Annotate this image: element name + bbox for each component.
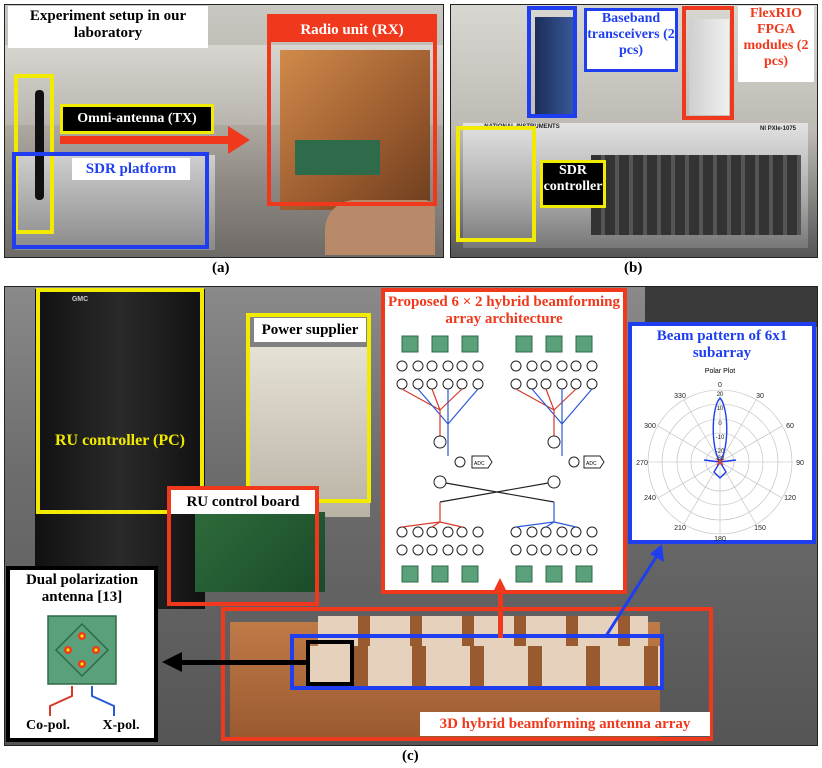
top-antenna-elements: [401, 335, 593, 353]
element-to-inset-arrowhead: [162, 652, 182, 672]
radio-unit-body: [280, 50, 430, 210]
caption-c: (c): [402, 748, 419, 764]
radio-unit-box: [267, 14, 437, 206]
svg-text:10: 10: [717, 406, 724, 412]
beam-pattern-title: Beam pattern of 6x1 subarray: [656, 328, 788, 362]
sdr-platform-box: [12, 152, 209, 249]
person-arm: [325, 200, 435, 255]
chassis-model-label: NI PXIe-1075: [759, 126, 797, 132]
subarray-to-beam-arrow: [604, 544, 664, 637]
svg-text:-10: -10: [716, 435, 725, 441]
adc-label-right: ADC: [586, 461, 597, 467]
svg-text:210: 210: [674, 525, 686, 532]
pc-tower: [35, 289, 205, 609]
null-marker: [716, 458, 724, 466]
antenna-array-label: 3D hybrid beamforming antenna array: [420, 712, 710, 736]
single-element-box: [306, 640, 354, 686]
bottom-antenna-elements: [401, 565, 593, 583]
ru-controller-box: [36, 288, 204, 514]
caption-b: (b): [624, 260, 643, 276]
co-pol-label: Co-pol.: [26, 718, 70, 733]
svg-text:240: 240: [644, 495, 656, 502]
caption-a: (a): [212, 260, 230, 276]
mixers-and-adc: [433, 435, 605, 489]
architecture-title: Proposed 6 × 2 hybrid beamforming array …: [387, 294, 621, 328]
ru-control-board-box: [167, 486, 319, 606]
svg-text:60: 60: [786, 423, 794, 430]
omni-antenna-label: Omni-antenna (TX): [60, 104, 214, 134]
panel-a-title: Experiment setup in our laboratory: [29, 8, 187, 42]
element-to-inset-arrow: [182, 660, 306, 665]
polar-radial-labels: 20 10 0 -10 -20 -30: [716, 392, 725, 462]
svg-text:150: 150: [754, 525, 766, 532]
svg-text:330: 330: [674, 393, 686, 400]
dual-pol-antenna-drawing: [47, 615, 117, 716]
svg-text:0: 0: [718, 421, 722, 427]
dual-pol-title: Dual polarization antenna [13]: [25, 572, 139, 606]
architecture-diagram: ADC ADC: [396, 335, 605, 583]
adc-label-left: ADC: [474, 461, 485, 467]
radio-unit-board: [295, 140, 380, 175]
panel-a-title-box: [8, 6, 208, 48]
svg-text:120: 120: [784, 495, 796, 502]
ru-control-board-label: RU control board: [171, 490, 315, 514]
polar-plot-title: Polar Plot: [704, 368, 736, 375]
sdr-controller-label: SDR controller: [540, 160, 606, 208]
baseband-transceivers-box: [527, 6, 577, 118]
tx-arrow-head: [228, 126, 250, 154]
fpga-modules: [689, 19, 729, 115]
svg-text:270: 270: [636, 460, 648, 467]
polar-plot: 0 30 60 90 120 150 180 210 240 270 300 3…: [636, 382, 804, 542]
flexrio-modules-label: FlexRIO FPGA modules (2 pcs): [738, 6, 814, 82]
phase-shifters: [396, 360, 598, 556]
flexrio-modules-box: [682, 6, 734, 120]
patch-tile-row-bottom: [310, 646, 660, 686]
svg-text:30: 30: [756, 393, 764, 400]
array-to-diagram-arrow: [498, 594, 503, 638]
polar-angle-labels: 0 30 60 90 120 150 180 210 240 270 300 3…: [636, 382, 804, 542]
svg-text:90: 90: [796, 460, 804, 467]
chassis-slots: [591, 155, 801, 235]
baseband-transceivers-label: Baseband transceivers (2 pcs): [584, 8, 678, 72]
monitor-right: [645, 287, 817, 327]
svg-text:300: 300: [644, 423, 656, 430]
sdr-platform-label: SDR platform: [72, 158, 190, 180]
svg-text:0: 0: [718, 382, 722, 389]
beam-pattern-curve: [703, 397, 737, 479]
svg-text:-30: -30: [716, 456, 725, 462]
antenna-array-box: [221, 607, 713, 741]
svg-text:180: 180: [714, 536, 726, 542]
transceiver-modules: [535, 17, 575, 117]
svg-text:-20: -20: [716, 449, 725, 455]
combiner-network: [401, 388, 593, 528]
control-board-pcb: [195, 512, 325, 592]
omni-antenna-rod: [35, 90, 44, 200]
patch-tile-row-top: [318, 616, 648, 646]
x-pol-label: X-pol.: [102, 718, 140, 733]
power-supplier-label: Power supplier: [254, 318, 366, 342]
svg-text:20: 20: [717, 392, 724, 398]
ru-controller-label: RU controller (PC): [54, 432, 186, 449]
tx-arrow-shaft: [60, 136, 230, 144]
sdr-controller-box: [456, 126, 536, 242]
array-to-diagram-arrowhead: [492, 578, 508, 594]
radio-unit-label: Radio unit (RX): [271, 18, 433, 42]
pc-brand-label: GMC: [71, 296, 89, 303]
